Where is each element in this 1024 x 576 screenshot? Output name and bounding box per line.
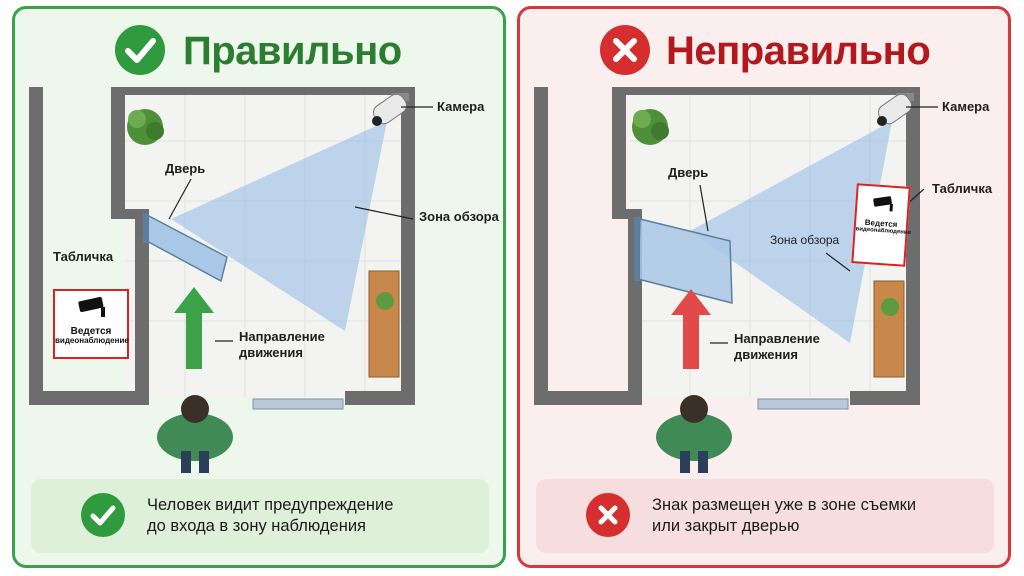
correct-title: Правильно	[183, 29, 402, 73]
zone-label: Зона обзора	[770, 233, 840, 247]
correct-summary-text: Человек видит предупреждение до входа в …	[147, 496, 394, 535]
door-shape	[142, 213, 228, 283]
incorrect-summary-text: Знак размещен уже в зоне съемки или закр…	[652, 496, 917, 535]
sign-label: Табличка	[53, 249, 114, 264]
incorrect-summary: Знак размещен уже в зоне съемки или закр…	[536, 479, 994, 553]
correct-panel: Правильно	[12, 6, 506, 568]
warning-sign: Ведется видеонаблюдение	[53, 289, 129, 359]
warning-sign: Ведется видеонаблюдение	[851, 183, 911, 267]
zone-label: Зона обзора	[419, 209, 499, 224]
door-label: Дверь	[668, 165, 709, 180]
incorrect-floorplan: Камера Дверь Зона обзора Табличка Направ…	[520, 81, 1008, 481]
correct-floorplan: Камера Дверь Зона обзора Табличка Направ…	[15, 81, 503, 481]
incorrect-header: Неправильно	[520, 17, 1008, 79]
cctv-icon	[873, 196, 893, 212]
plant-icon	[127, 109, 164, 145]
camera-icon	[372, 93, 409, 126]
cross-icon	[600, 25, 650, 75]
movement-arrow	[174, 287, 214, 369]
camera-label: Камера	[942, 99, 990, 114]
cctv-icon	[78, 297, 105, 317]
plant-icon	[632, 109, 669, 145]
direction-label: Направление движения	[239, 329, 325, 360]
incorrect-title: Неправильно	[666, 29, 931, 73]
sign-label: Табличка	[932, 181, 993, 196]
door-label: Дверь	[165, 161, 206, 176]
correct-summary: Человек видит предупреждение до входа в …	[31, 479, 489, 553]
camera-icon	[877, 93, 914, 126]
door-shape	[634, 217, 733, 304]
check-icon	[115, 25, 165, 75]
camera-label: Камера	[437, 99, 485, 114]
person-icon	[157, 395, 233, 473]
movement-arrow	[671, 289, 711, 369]
direction-label: Направление движения	[734, 331, 820, 362]
correct-header: Правильно	[15, 17, 503, 79]
incorrect-panel: Неправильно	[517, 6, 1011, 568]
check-icon	[81, 493, 125, 537]
cross-icon	[586, 493, 630, 537]
person-icon	[656, 395, 732, 473]
